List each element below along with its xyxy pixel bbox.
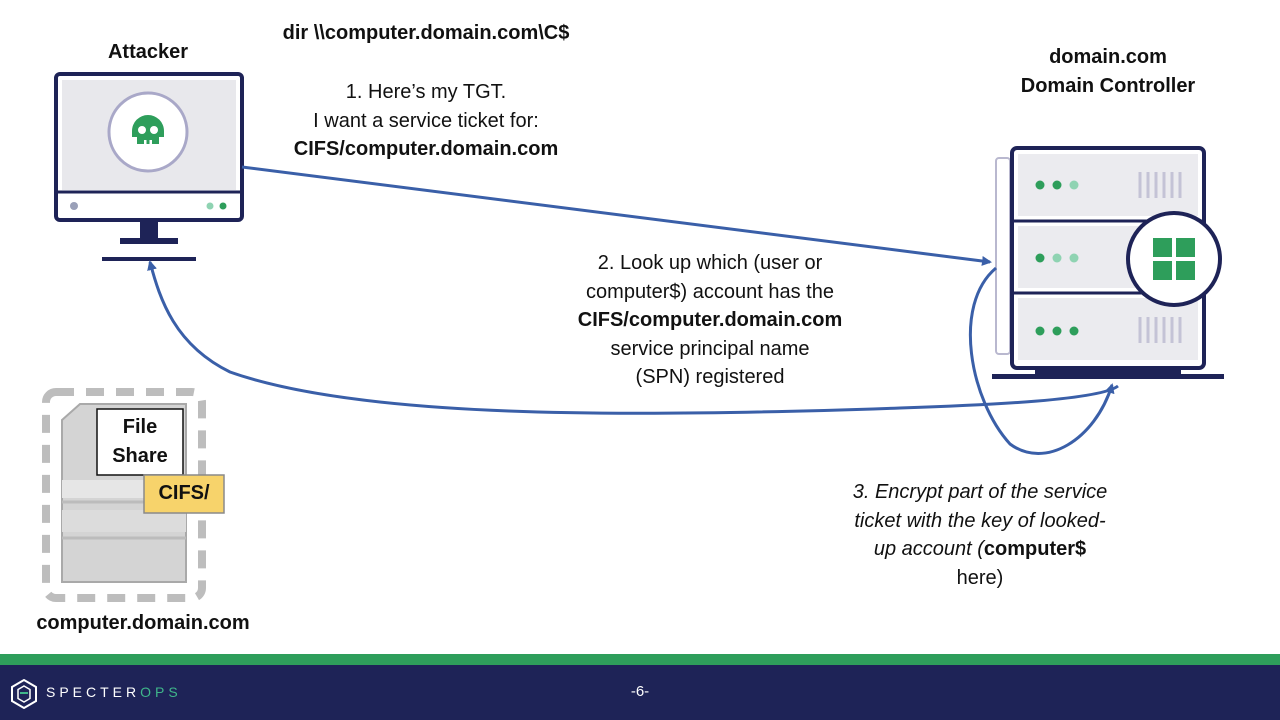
step3-line3-prefix: up account ( (873, 538, 984, 560)
step3-line2: ticket with the key of looked- (854, 510, 1106, 532)
attacker-computer-icon (54, 72, 244, 261)
domain-controller-server-icon (992, 146, 1224, 379)
skull-icon (107, 91, 189, 173)
step2-spn: CIFS/computer.domain.com (577, 309, 843, 331)
step3-line1: 3. Encrypt part of the service (852, 481, 1108, 503)
step2-line1: 2. Look up which (user or (597, 252, 823, 274)
dc-domain-label: domain.com (1049, 46, 1167, 68)
step3-line3-bold: computer$ (983, 538, 1087, 560)
arrow-tgt-request (241, 165, 992, 266)
arrow-spn-lookup-loop (968, 266, 1115, 455)
command-text: dir \\computer.domain.com\C$ (282, 22, 570, 44)
step2-line4: service principal name (610, 338, 810, 360)
dc-role-label: Domain Controller (1020, 75, 1196, 97)
step1-line2: I want a service ticket for: (313, 110, 539, 132)
arrow-service-ticket-reply (147, 260, 1119, 415)
file-share-hostname: computer.domain.com (36, 612, 250, 634)
step2-line2: computer$) account has the (586, 281, 834, 303)
brand-accent: OPS (140, 684, 182, 700)
file-share-label-line2: Share (112, 445, 168, 467)
attacker-label: Attacker (107, 41, 189, 63)
file-share-label-line1: File (122, 416, 158, 438)
footer-bar (0, 665, 1280, 720)
step3-line3: up account (computer$ (820, 538, 1140, 561)
step3-line4: here) (956, 567, 1004, 589)
specterops-wordmark: SPECTEROPS (46, 684, 182, 700)
windows-logo-icon (1126, 211, 1222, 307)
footer-accent-bar (0, 654, 1280, 665)
step2-line5: (SPN) registered (635, 366, 785, 388)
step1-spn: CIFS/computer.domain.com (293, 138, 559, 160)
specterops-logo-icon (11, 679, 37, 709)
file-share-server-icon (42, 388, 225, 602)
page-number: -6- (630, 683, 650, 700)
step1-line1: 1. Here’s my TGT. (345, 81, 507, 103)
cifs-tag: CIFS/ (158, 482, 210, 504)
brand-main: SPECTER (46, 684, 141, 700)
